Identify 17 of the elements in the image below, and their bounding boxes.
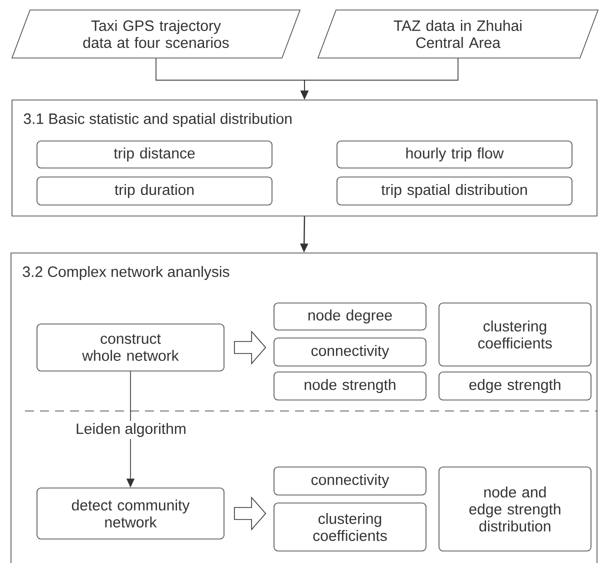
rounded-box: node strength: [274, 372, 426, 400]
rounded-box: trip distance: [36, 140, 272, 168]
rounded-box: trip spatial distribution: [336, 176, 572, 206]
block-arrow: [234, 330, 266, 365]
edge-label: Leiden algorithm: [74, 421, 188, 439]
rounded-box: node degree: [274, 302, 426, 330]
rounded-box: edge strength: [438, 372, 592, 400]
rounded-box: connectivity: [274, 338, 426, 366]
rounded-box: connectivity: [274, 466, 426, 496]
rounded-box: detect community network: [36, 488, 224, 540]
rounded-box: construct whole network: [36, 324, 224, 372]
rounded-box: trip duration: [36, 176, 272, 206]
rounded-box: clustering coefficients: [274, 502, 426, 552]
rounded-box: clustering coefficients: [438, 302, 592, 366]
rounded-box: node and edge strength distribution: [438, 466, 592, 552]
block-arrow: [234, 496, 266, 531]
rounded-box: hourly trip flow: [336, 140, 572, 168]
